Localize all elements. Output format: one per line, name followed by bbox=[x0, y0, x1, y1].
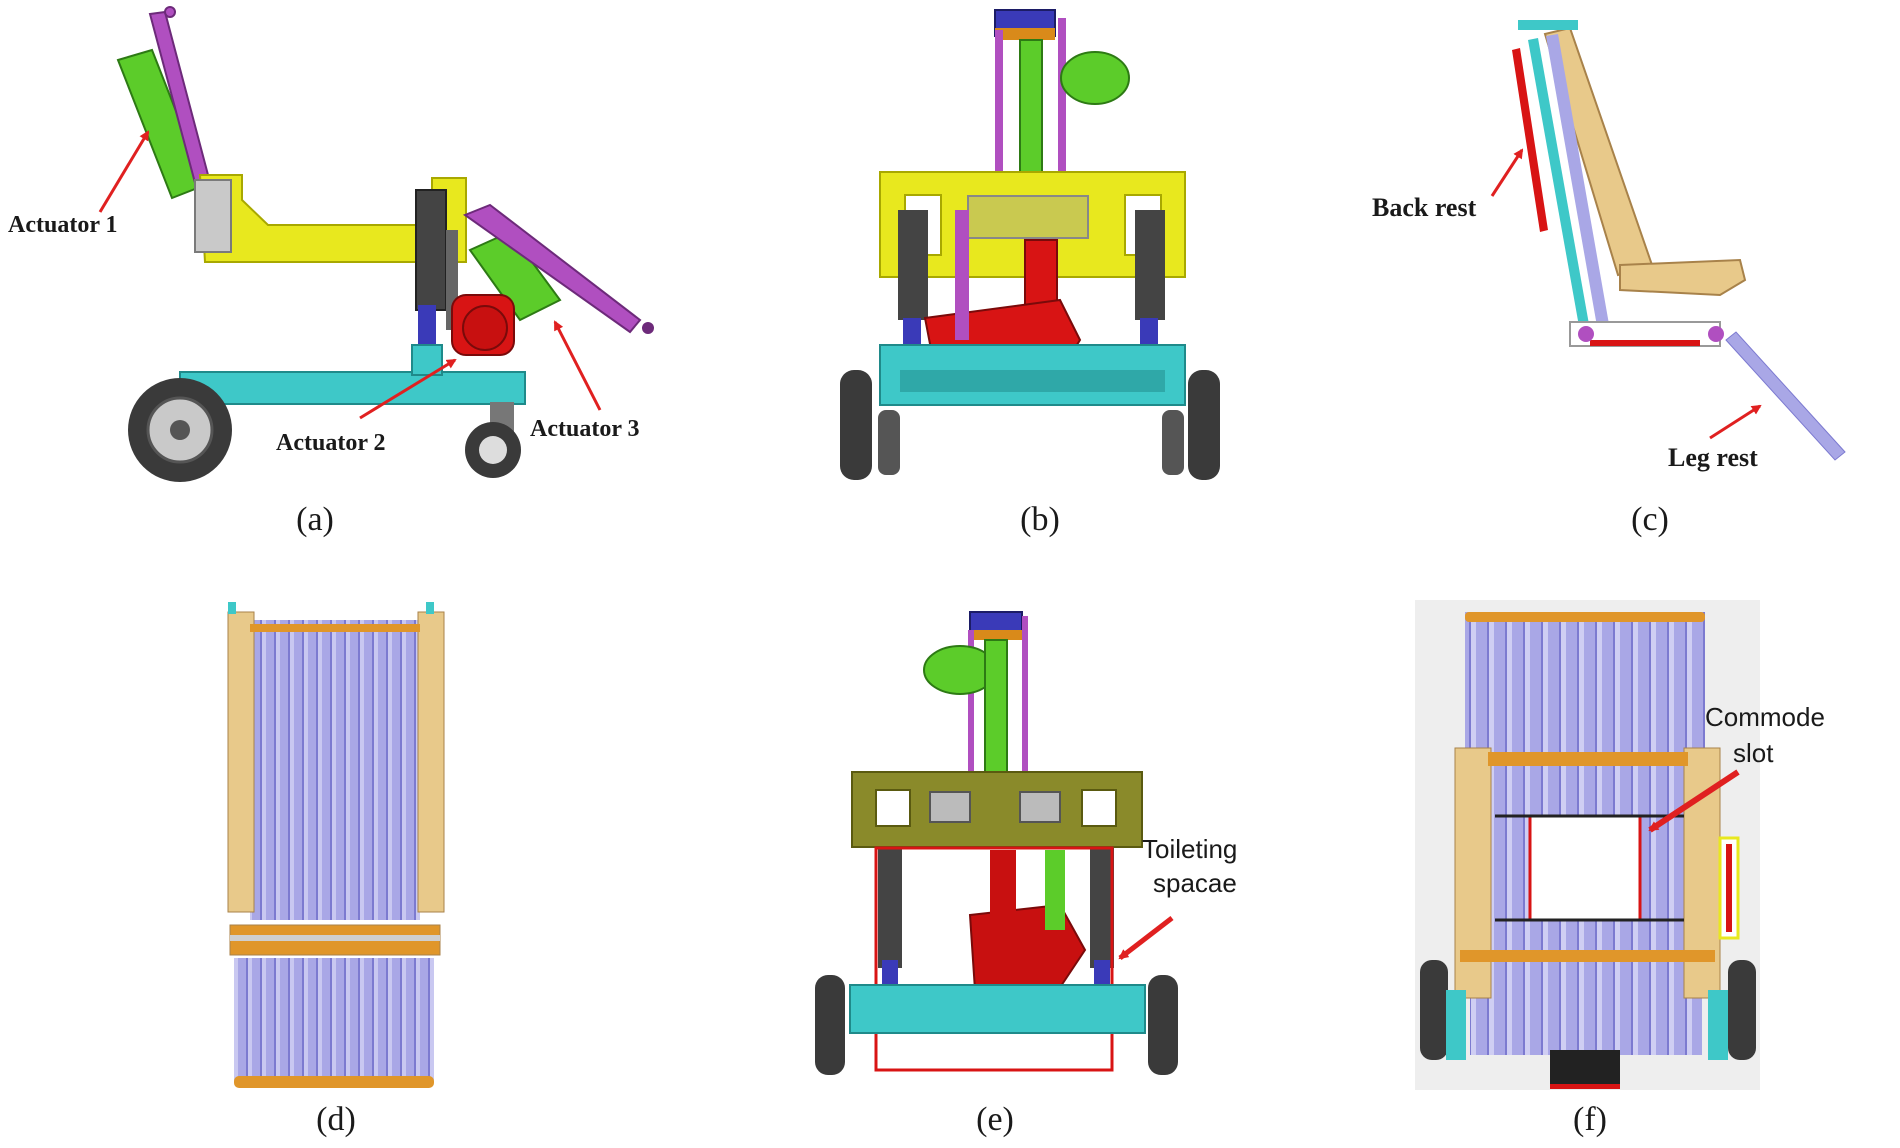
panel-e: Toileting spacae (e) bbox=[815, 611, 1237, 1138]
arrow-leg-rest bbox=[1709, 404, 1762, 440]
lift-post-blue bbox=[418, 305, 436, 345]
left-wheel-f bbox=[1420, 960, 1448, 1060]
label-actuator-2: Actuator 2 bbox=[276, 430, 386, 456]
arrow-back-rest bbox=[1490, 148, 1524, 197]
backrest-left-link bbox=[995, 30, 1003, 180]
panel-b: (b) bbox=[840, 9, 1220, 538]
motor-e bbox=[968, 903, 1087, 997]
right-wood-rail bbox=[417, 611, 445, 913]
caption-b: (b) bbox=[1020, 501, 1060, 538]
left-wood-rail bbox=[227, 611, 255, 913]
label-leg-rest: Leg rest bbox=[1668, 443, 1758, 472]
caption-c: (c) bbox=[1631, 501, 1669, 538]
hinge-plate bbox=[194, 179, 232, 253]
label-actuator-3: Actuator 3 bbox=[530, 416, 640, 442]
caption-a: (a) bbox=[296, 501, 334, 538]
base-frame bbox=[179, 371, 526, 405]
label-slot: slot bbox=[1733, 738, 1774, 768]
legrest-bar bbox=[1725, 331, 1846, 461]
panel-f: Commode slot (f) bbox=[1415, 600, 1825, 1138]
caption-d: (d) bbox=[316, 1101, 356, 1138]
backrest-right-link bbox=[1058, 18, 1066, 180]
base-frame-e bbox=[849, 984, 1146, 1034]
arrow-actuator-3 bbox=[553, 320, 602, 411]
commode-slot-outline bbox=[1528, 814, 1642, 922]
backrest-top-cap bbox=[1518, 20, 1578, 30]
left-column bbox=[898, 210, 928, 320]
left-wheel-e bbox=[815, 975, 845, 1075]
label-actuator-1: Actuator 1 bbox=[8, 212, 118, 238]
panel-d: (d) bbox=[227, 602, 445, 1138]
label-spacae: spacae bbox=[1153, 868, 1237, 898]
panel-a: Actuator 1 Actuator 2 Actuator 3 (a) bbox=[8, 6, 654, 538]
left-wheel-front bbox=[840, 370, 872, 480]
arrow-actuator-2 bbox=[359, 358, 457, 420]
right-wheel-e bbox=[1148, 975, 1178, 1075]
arrow-commode bbox=[1648, 769, 1740, 833]
actuator-3-front bbox=[955, 210, 969, 340]
caption-e: (e) bbox=[976, 1101, 1014, 1138]
toileting-space-outline bbox=[874, 846, 1114, 1072]
right-wheel-f bbox=[1728, 960, 1756, 1060]
top-slats bbox=[250, 620, 420, 920]
backrest-red-rod bbox=[1512, 48, 1548, 232]
panel-c: Back rest Leg rest (c) bbox=[1372, 20, 1846, 538]
right-column bbox=[1135, 210, 1165, 320]
caption-f: (f) bbox=[1573, 1101, 1607, 1138]
bottom-slats bbox=[234, 958, 434, 1083]
arrow-toileting bbox=[1118, 916, 1174, 960]
right-wheel-front bbox=[1188, 370, 1220, 480]
backrest-slats-f bbox=[1465, 612, 1705, 752]
commode-pan-f bbox=[1550, 1050, 1620, 1088]
lift-column-dark bbox=[415, 189, 447, 311]
label-toileting: Toileting bbox=[1142, 834, 1237, 864]
arrow-actuator-1 bbox=[98, 130, 150, 213]
legrest-link bbox=[462, 203, 642, 334]
seat-board bbox=[1619, 258, 1747, 297]
label-back-rest: Back rest bbox=[1372, 193, 1477, 222]
label-commode: Commode bbox=[1705, 702, 1825, 732]
